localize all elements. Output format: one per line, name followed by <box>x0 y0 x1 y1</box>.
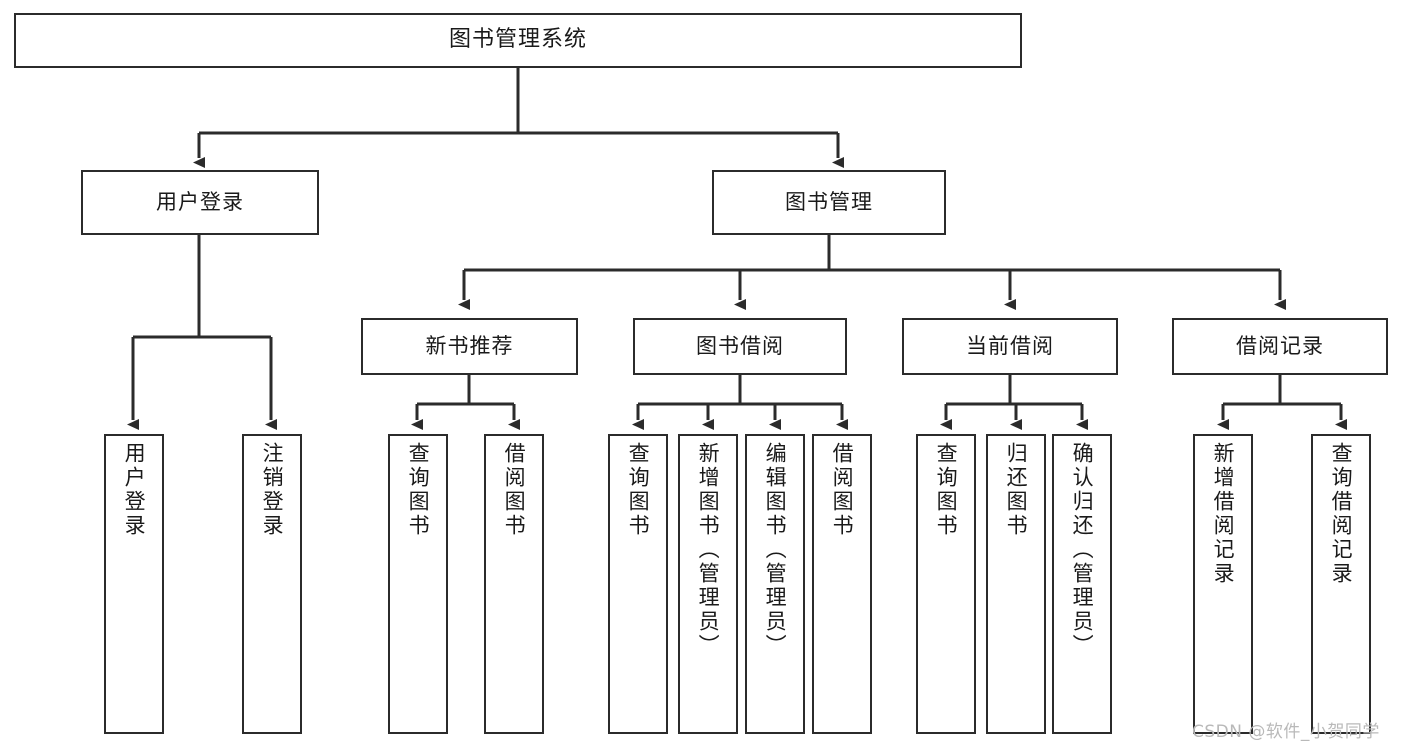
node-book-borrow-label: 图书借阅 <box>696 333 784 358</box>
csdn-watermark: CSDN @软件_小贺同学 <box>1192 722 1380 742</box>
node-root-label: 图书管理系统 <box>448 27 587 53</box>
leaf-borrow-borrow-book[interactable]: 借阅图书 <box>812 434 872 734</box>
node-book-borrow[interactable]: 图书借阅 <box>633 318 847 375</box>
leaf-borrow-add-book[interactable]: 新增图书（管理员） <box>678 434 738 734</box>
leaf-borrow-query-book[interactable]: 查询图书 <box>608 434 668 734</box>
leaf-record-query[interactable]: 查询借阅记录 <box>1311 434 1371 734</box>
leaf-record-add-label: 新增借阅记录 <box>1211 442 1236 586</box>
leaf-borrow-edit-book-label: 编辑图书（管理员） <box>763 442 788 658</box>
leaf-current-confirm-return-label: 确认归还（管理员） <box>1070 442 1095 658</box>
leaf-record-add[interactable]: 新增借阅记录 <box>1193 434 1253 734</box>
leaf-borrow-add-book-label: 新增图书（管理员） <box>696 442 721 658</box>
leaf-current-return-book-label: 归还图书 <box>1004 442 1029 538</box>
node-user-login-label: 用户登录 <box>156 189 244 214</box>
leaf-user-login[interactable]: 用户登录 <box>104 434 164 734</box>
leaf-borrow-query-book-label: 查询图书 <box>626 442 651 538</box>
leaf-logout-label: 注销登录 <box>260 442 285 538</box>
leaf-logout[interactable]: 注销登录 <box>242 434 302 734</box>
node-root[interactable]: 图书管理系统 <box>14 13 1022 68</box>
node-current-borrow-label: 当前借阅 <box>966 333 1054 358</box>
leaf-recommend-query-book-label: 查询图书 <box>406 442 431 538</box>
leaf-recommend-borrow-book[interactable]: 借阅图书 <box>484 434 544 734</box>
node-current-borrow[interactable]: 当前借阅 <box>902 318 1118 375</box>
leaf-recommend-query-book[interactable]: 查询图书 <box>388 434 448 734</box>
leaf-record-query-label: 查询借阅记录 <box>1329 442 1354 586</box>
node-book-manage[interactable]: 图书管理 <box>712 170 946 235</box>
node-borrow-record-label: 借阅记录 <box>1236 333 1324 358</box>
node-book-manage-label: 图书管理 <box>785 189 873 214</box>
leaf-borrow-borrow-book-label: 借阅图书 <box>830 442 855 538</box>
leaf-current-query-book-label: 查询图书 <box>934 442 959 538</box>
leaf-user-login-label: 用户登录 <box>122 442 147 538</box>
leaf-current-return-book[interactable]: 归还图书 <box>986 434 1046 734</box>
leaf-borrow-edit-book[interactable]: 编辑图书（管理员） <box>745 434 805 734</box>
node-new-book-recommend-label: 新书推荐 <box>425 333 514 358</box>
node-borrow-record[interactable]: 借阅记录 <box>1172 318 1388 375</box>
node-new-book-recommend[interactable]: 新书推荐 <box>361 318 578 375</box>
leaf-current-query-book[interactable]: 查询图书 <box>916 434 976 734</box>
leaf-recommend-borrow-book-label: 借阅图书 <box>502 442 527 538</box>
leaf-current-confirm-return[interactable]: 确认归还（管理员） <box>1052 434 1112 734</box>
node-user-login[interactable]: 用户登录 <box>81 170 319 235</box>
